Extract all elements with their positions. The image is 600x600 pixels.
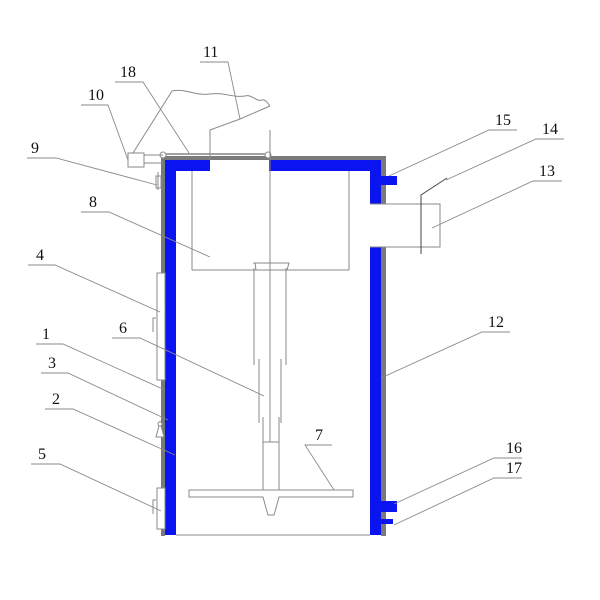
label-12: 12 <box>488 314 504 331</box>
callout-labels: 1 2 3 4 5 6 7 8 9 10 11 12 13 14 15 16 1… <box>31 44 558 477</box>
handle <box>155 172 162 190</box>
label-14: 14 <box>542 121 558 138</box>
valve <box>155 420 165 438</box>
label-8: 8 <box>89 194 97 211</box>
label-7: 7 <box>315 427 323 444</box>
label-17: 17 <box>506 460 522 477</box>
label-18: 18 <box>120 64 136 81</box>
label-4: 4 <box>36 247 44 264</box>
outlet-pipe <box>370 203 441 248</box>
label-11: 11 <box>203 44 218 61</box>
insulation-layer <box>165 160 397 535</box>
central-shaft <box>253 130 290 490</box>
damper <box>420 177 448 254</box>
label-13: 13 <box>539 163 555 180</box>
label-16: 16 <box>506 440 522 457</box>
leader-lines <box>27 61 564 526</box>
label-6: 6 <box>119 320 127 337</box>
label-5: 5 <box>38 446 46 463</box>
label-9: 9 <box>31 140 39 157</box>
agitator-blade <box>188 489 354 516</box>
label-15: 15 <box>495 112 511 129</box>
label-1: 1 <box>42 326 50 343</box>
label-3: 3 <box>48 355 56 372</box>
outer-casing <box>161 156 386 536</box>
ash-door <box>152 487 166 530</box>
label-10: 10 <box>88 87 104 104</box>
side-door <box>152 272 166 381</box>
label-2: 2 <box>52 391 60 408</box>
